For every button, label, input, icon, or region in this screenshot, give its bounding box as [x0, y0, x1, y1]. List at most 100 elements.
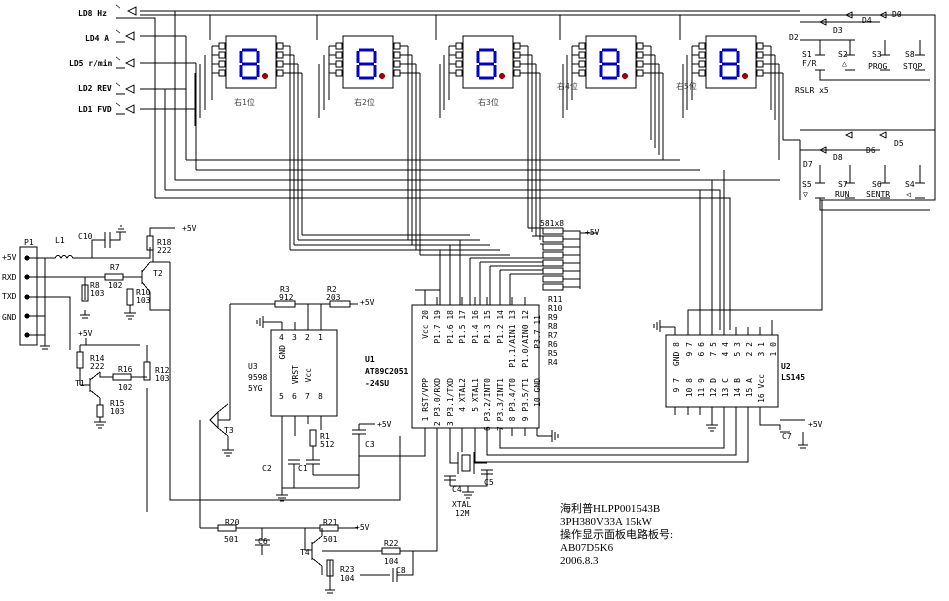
u1-bot-pin-6: 6 P3.2/INT0: [483, 378, 492, 431]
r23-value: 104: [340, 574, 355, 583]
u3-vcc: Vcc: [304, 368, 313, 383]
u1-top-pin-9: P1.0/AIN0 12: [521, 310, 530, 368]
u2-top-pin-5: 4 4: [721, 342, 730, 357]
key-s2-up-icon: △: [842, 59, 847, 68]
rslr-label: RSLR x5: [795, 86, 829, 95]
r12-label: R12: [155, 366, 170, 375]
key-s2: S2: [838, 50, 848, 59]
rnet-r7: R7: [548, 331, 558, 340]
vcc-r14: +5V: [78, 329, 93, 338]
u1-top-pin-5: P1.4 16: [471, 310, 480, 344]
u2-label: U2: [781, 362, 791, 371]
u1-pin-p37: P3.7 11: [533, 315, 542, 349]
u1-part-2: -24SU: [365, 379, 390, 388]
led-label-ld2: LD2 REV: [78, 84, 112, 93]
u2-top-pin-9: 1 0: [769, 342, 778, 357]
key-s8-func: STOP: [903, 62, 923, 71]
r2-label: R2: [327, 285, 337, 294]
c7-label: C7: [782, 432, 792, 441]
key-s7-func: RUN: [835, 190, 850, 199]
u3-pin8: 8: [318, 392, 323, 401]
r3-label: R3: [280, 285, 290, 294]
u1-top-pin-8: P1.1/AIN1 13: [508, 310, 517, 368]
pin-gnd: GND: [2, 313, 17, 322]
digit-label-2: 右2位: [354, 98, 375, 107]
u1-bot-pin-5: 5 XTAL1: [471, 378, 480, 412]
digit-label-1: 右1位: [234, 98, 255, 107]
u1-bot-pin-8: 8 P3.4/T0: [508, 378, 517, 422]
u1-top-pin-7: P1.2 14: [496, 310, 505, 344]
display-digit-4: [578, 35, 644, 89]
u1-bot-pin-4: 4 XTAL2: [458, 378, 467, 412]
r16-value: 102: [118, 383, 133, 392]
u2-part: LS145: [781, 373, 806, 382]
c4-label: C4: [452, 485, 462, 494]
r21-label: R21: [323, 518, 338, 527]
led-label-ld1: LD1 FVD: [78, 105, 112, 114]
r3-value: 912: [279, 293, 294, 302]
r12-value: 103: [155, 374, 170, 383]
note-line-2: 3PH380V33A 15kW: [560, 516, 652, 528]
u2-bot-pin-3: 11 9: [697, 378, 706, 398]
r14-value: 222: [90, 362, 105, 371]
diode-d2: D2: [789, 33, 799, 42]
vcc-rpack: +5V: [585, 228, 600, 237]
u3-pin6: 6: [292, 392, 297, 401]
r10-label: R10: [136, 288, 151, 297]
u1-top-pin-1: Vcc 20: [421, 310, 430, 339]
r20-value: 501: [224, 535, 239, 544]
vcc-r18: +5V: [182, 224, 197, 233]
display-digit-3: [455, 35, 521, 89]
display-digit-5: [698, 35, 764, 89]
c2-label: C2: [262, 464, 272, 473]
t3-label: T3: [224, 426, 234, 435]
u2-bot-pin-2: 10 8: [685, 378, 694, 398]
u3-supervisor: [209, 300, 426, 502]
r21-value: 501: [323, 535, 338, 544]
pin-5v: +5V: [2, 253, 17, 262]
note-line-4: AB07D5K6: [560, 542, 614, 554]
digit-label-3: 右3位: [478, 98, 499, 107]
u3-pin3: 3: [292, 333, 297, 342]
u3-part-2: 5YG: [248, 384, 263, 393]
digit-label-5: 右5位: [676, 82, 697, 91]
key-s5: S5: [802, 180, 812, 189]
u1-bot-pin-3: 3 P3.1/TXD: [446, 378, 455, 427]
r22-value: 104: [384, 557, 399, 566]
u2-top-pin-3: 6 6: [697, 342, 706, 357]
u2-bot-pin-4: 12 D: [709, 378, 718, 398]
key-s3: S3: [872, 50, 882, 59]
rnet-r10: R10: [548, 304, 563, 313]
status-leds: [115, 4, 156, 115]
l1-label: L1: [55, 236, 65, 245]
note-line-5: 2006.8.3: [560, 555, 599, 567]
u3-pin7: 7: [305, 392, 310, 401]
r18-value: 222: [157, 246, 172, 255]
xtal-label: XTAL: [452, 500, 472, 509]
r20-label: R20: [225, 518, 240, 527]
u2-top-pin-1: GND 8: [672, 342, 681, 367]
note-line-1: 海利普HLPP001543B: [560, 503, 661, 515]
r22-label: R22: [384, 539, 399, 548]
u1-bot-pin-7: 7 P3.3/INT1: [496, 378, 505, 431]
key-s5-down-icon: ▽: [803, 190, 808, 199]
r2-value: 203: [326, 293, 341, 302]
rpack-label: 581x8: [540, 219, 565, 228]
tx-network: [199, 420, 438, 594]
diode-d5: D5: [894, 139, 904, 148]
u2-bot-pin-6: 14 B: [733, 378, 742, 398]
u3-part: 9598: [248, 373, 268, 382]
vcc-r2: +5V: [360, 298, 375, 307]
c10-label: C10: [78, 232, 93, 241]
pin-txd: TXD: [2, 292, 17, 301]
r8-label: R8: [90, 281, 100, 290]
key-s8: S8: [905, 50, 915, 59]
c3-label: C3: [365, 440, 375, 449]
display-digit-2: [335, 35, 401, 89]
r1-label: R1: [320, 432, 330, 441]
c1-label: C1: [298, 464, 308, 473]
c8-label: C8: [396, 566, 406, 575]
led-label-ld4: LD4 A: [85, 34, 110, 43]
r15-value: 103: [110, 407, 125, 416]
